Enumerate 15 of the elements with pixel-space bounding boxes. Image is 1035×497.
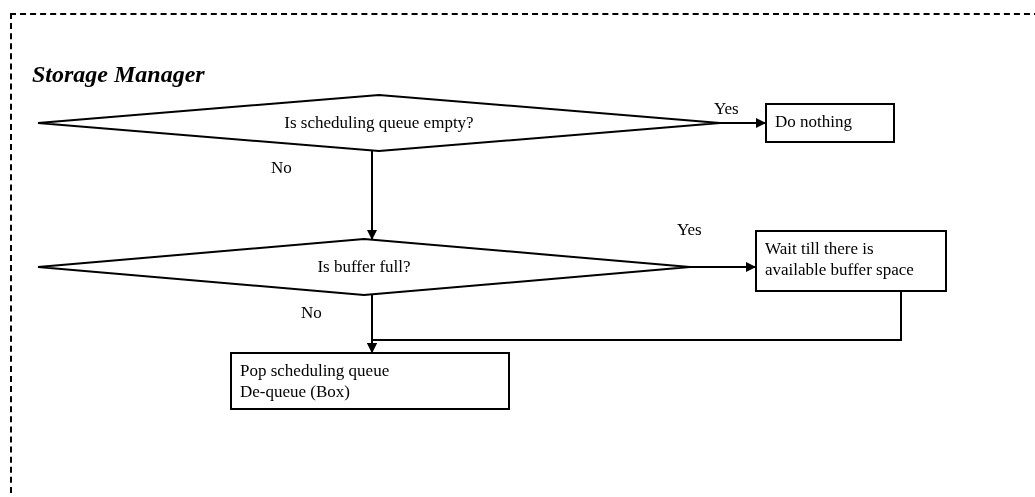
arrow (367, 291, 902, 353)
node-text: Is scheduling queue empty? (284, 113, 474, 133)
arrow (367, 150, 377, 240)
process-box (755, 230, 947, 292)
decision-diamond (38, 239, 690, 295)
node-text: De-queue (Box) (240, 381, 351, 403)
node-text: Do nothing (775, 111, 853, 133)
arrow (689, 262, 756, 272)
heading: Storage Manager (32, 61, 205, 88)
node-text: Pop scheduling queue (240, 360, 391, 382)
node-text: Is buffer full? (317, 257, 411, 277)
arrow (719, 118, 766, 128)
process-box (230, 352, 510, 410)
process-box (765, 103, 895, 143)
node-text: Wait till there is available buffer space (765, 238, 915, 281)
